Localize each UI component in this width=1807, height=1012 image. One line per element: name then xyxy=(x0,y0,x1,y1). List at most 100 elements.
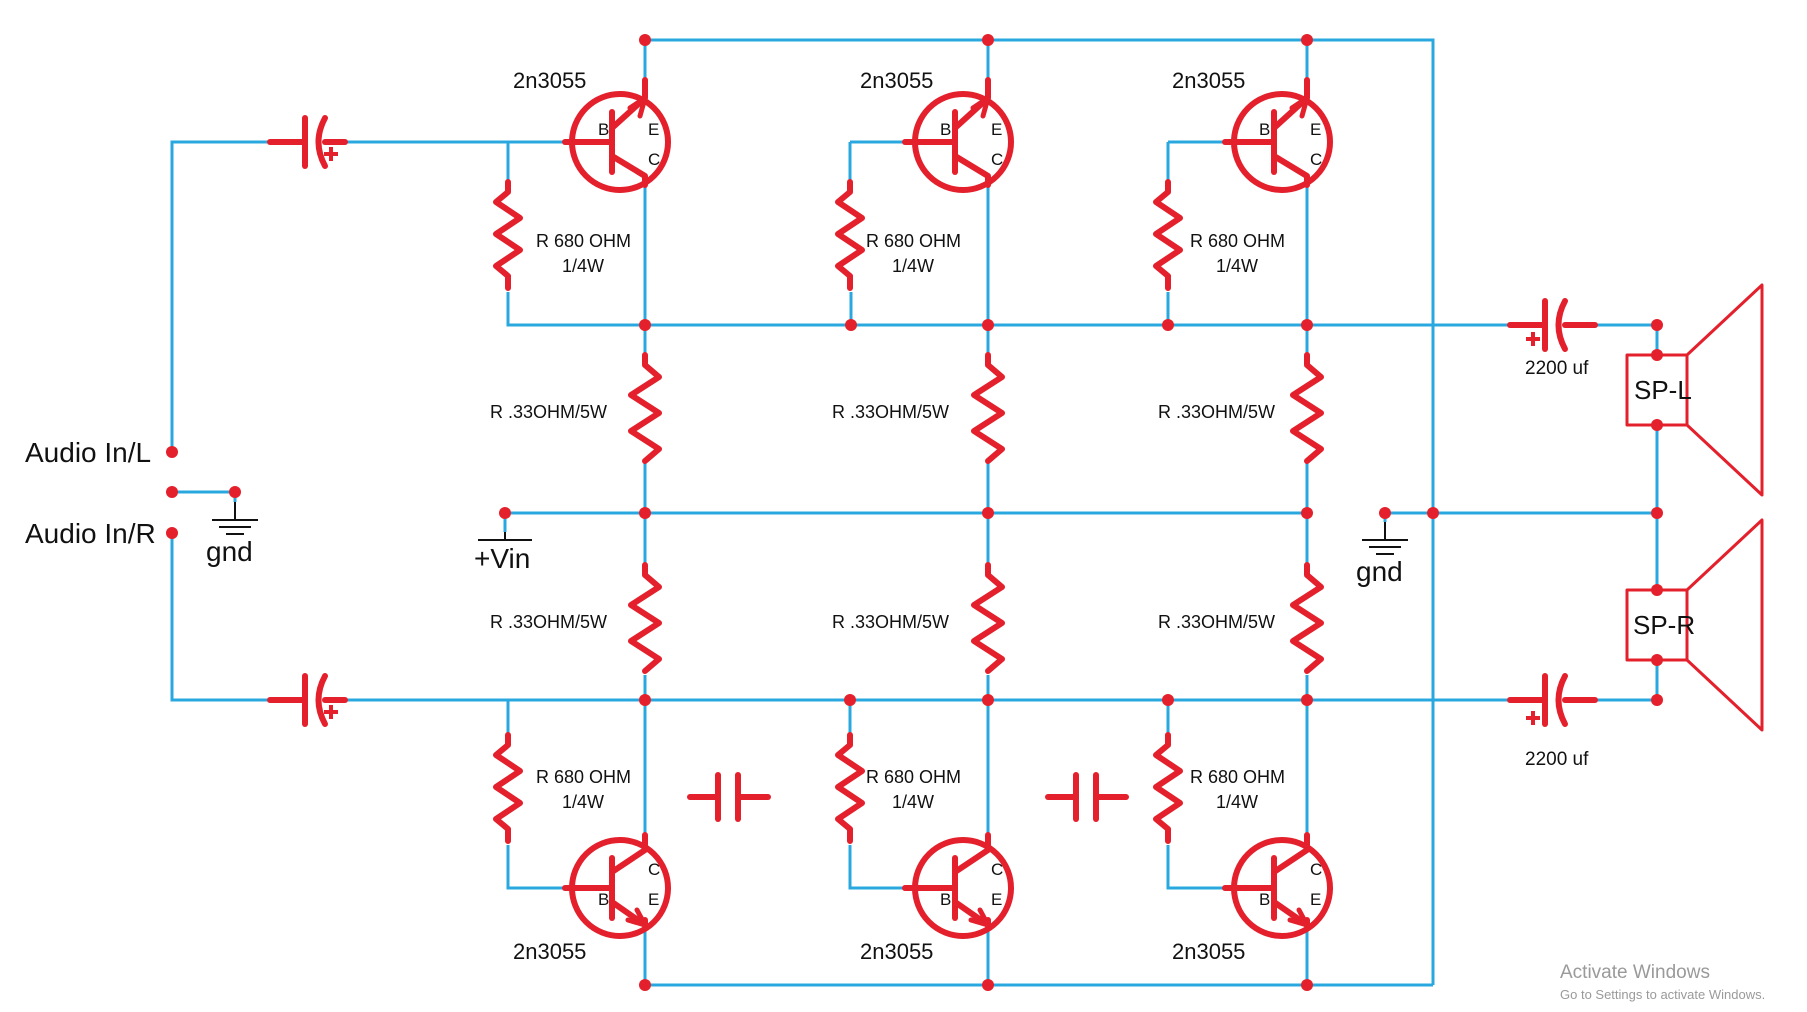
junction-dot xyxy=(845,319,857,331)
pin-e-label: E xyxy=(1310,890,1321,909)
transistor-6 xyxy=(1222,832,1333,939)
transistor-3 xyxy=(1222,77,1333,193)
junction-dot xyxy=(982,507,994,519)
junction-dot xyxy=(1301,507,1313,519)
junction-dot xyxy=(166,527,178,539)
emitter-resistor-6 xyxy=(1290,562,1324,674)
pin-c-label: C xyxy=(991,150,1003,169)
bias-resistor-label: R 680 OHM xyxy=(536,767,631,787)
pin-c-label: C xyxy=(648,860,660,879)
pin-c-label: C xyxy=(1310,860,1322,879)
bias-resistor-label: R 680 OHM xyxy=(866,231,961,251)
bias-resistor-label: 1/4W xyxy=(1216,256,1258,276)
junction-dot xyxy=(1301,34,1313,46)
junction-dot xyxy=(1651,319,1663,331)
emitter-resistor-label: R .33OHM/5W xyxy=(490,612,607,632)
bias-resistor-1 xyxy=(493,179,523,291)
junction-dot xyxy=(639,34,651,46)
bias-resistor-label: 1/4W xyxy=(1216,792,1258,812)
emitter-resistor-5 xyxy=(971,562,1005,674)
watermark-subtitle: Go to Settings to activate Windows. xyxy=(1560,987,1766,1002)
pin-e-label: E xyxy=(991,890,1002,909)
pin-c-label: C xyxy=(991,860,1003,879)
emitter-resistor-label: R .33OHM/5W xyxy=(832,402,949,422)
speaker-right-label: SP-R xyxy=(1633,610,1695,640)
components xyxy=(267,77,1764,939)
input-capacitor-left xyxy=(267,115,348,169)
audio-in-left-label: Audio In/L xyxy=(25,437,151,468)
bias-resistor-label: 1/4W xyxy=(892,256,934,276)
emitter-resistor-2 xyxy=(971,352,1005,464)
gnd-input-label: gnd xyxy=(206,536,253,567)
polarity-marks xyxy=(324,147,1540,725)
bias-resistor-5 xyxy=(835,732,865,844)
junction-dot xyxy=(1651,419,1663,431)
pin-b-label: B xyxy=(1259,890,1270,909)
pin-e-label: E xyxy=(991,120,1002,139)
junction-dot xyxy=(1651,507,1663,519)
junction-dot xyxy=(982,319,994,331)
junction-dot xyxy=(982,979,994,991)
junction-dots xyxy=(166,34,1663,991)
emitter-resistor-label: R .33OHM/5W xyxy=(1158,612,1275,632)
emitter-resistor-label: R .33OHM/5W xyxy=(490,402,607,422)
vin-symbol xyxy=(478,532,532,541)
junction-dot xyxy=(1301,319,1313,331)
bias-resistor-3 xyxy=(1153,179,1183,291)
audio-in-right-label: Audio In/R xyxy=(25,518,156,549)
junction-dot xyxy=(1301,694,1313,706)
junction-dot xyxy=(1301,979,1313,991)
output-cap-top-label: 2200 uf xyxy=(1525,358,1589,379)
junction-dot xyxy=(639,694,651,706)
transistor-part-label: 2n3055 xyxy=(513,939,586,964)
transistor-1 xyxy=(562,77,671,193)
junction-dot xyxy=(1651,654,1663,666)
pin-b-label: B xyxy=(940,120,951,139)
bypass-capacitor-1 xyxy=(687,772,771,822)
transistor-5 xyxy=(902,832,1014,939)
bias-resistor-label: R 680 OHM xyxy=(1190,231,1285,251)
transistor-2 xyxy=(902,77,1014,193)
vin-label: +Vin xyxy=(474,543,530,574)
speaker-right xyxy=(1625,518,1764,732)
bias-resistor-label: R 680 OHM xyxy=(536,231,631,251)
junction-dot xyxy=(639,979,651,991)
ground-symbol-output xyxy=(1362,522,1408,555)
emitter-resistor-4 xyxy=(628,562,662,674)
emitter-resistor-label: R .33OHM/5W xyxy=(832,612,949,632)
junction-dot xyxy=(1651,694,1663,706)
bypass-capacitor-2 xyxy=(1045,772,1129,822)
transistor-4 xyxy=(562,832,671,939)
bias-resistor-6 xyxy=(1153,732,1183,844)
emitter-resistor-label: R .33OHM/5W xyxy=(1158,402,1275,422)
output-cap-bottom-label: 2200 uf xyxy=(1525,749,1589,770)
junction-dot xyxy=(1651,584,1663,596)
transistor-part-label: 2n3055 xyxy=(1172,68,1245,93)
junction-dot xyxy=(1651,349,1663,361)
bias-resistor-label: 1/4W xyxy=(892,792,934,812)
junction-dot xyxy=(844,694,856,706)
junction-dot xyxy=(982,34,994,46)
pin-b-label: B xyxy=(1259,120,1270,139)
junction-dot xyxy=(1379,507,1391,519)
bias-resistor-label: 1/4W xyxy=(562,792,604,812)
input-capacitor-right xyxy=(267,673,348,727)
junction-dot xyxy=(982,694,994,706)
bias-resistor-4 xyxy=(493,732,523,844)
pin-b-label: B xyxy=(940,890,951,909)
junction-dot xyxy=(166,446,178,458)
transistor-part-label: 2n3055 xyxy=(860,939,933,964)
junction-dot xyxy=(1162,694,1174,706)
output-capacitor-left xyxy=(1507,298,1598,352)
pin-c-label: C xyxy=(1310,150,1322,169)
windows-activation-watermark: Activate Windows Go to Settings to activ… xyxy=(1560,962,1765,1002)
junction-dot xyxy=(166,486,178,498)
bias-resistor-label: R 680 OHM xyxy=(1190,767,1285,787)
pin-e-label: E xyxy=(1310,120,1321,139)
watermark-title: Activate Windows xyxy=(1560,962,1710,983)
emitter-resistor-3 xyxy=(1290,352,1324,464)
bias-resistor-2 xyxy=(835,179,865,291)
junction-dot xyxy=(1162,319,1174,331)
emitter-resistor-1 xyxy=(628,352,662,464)
